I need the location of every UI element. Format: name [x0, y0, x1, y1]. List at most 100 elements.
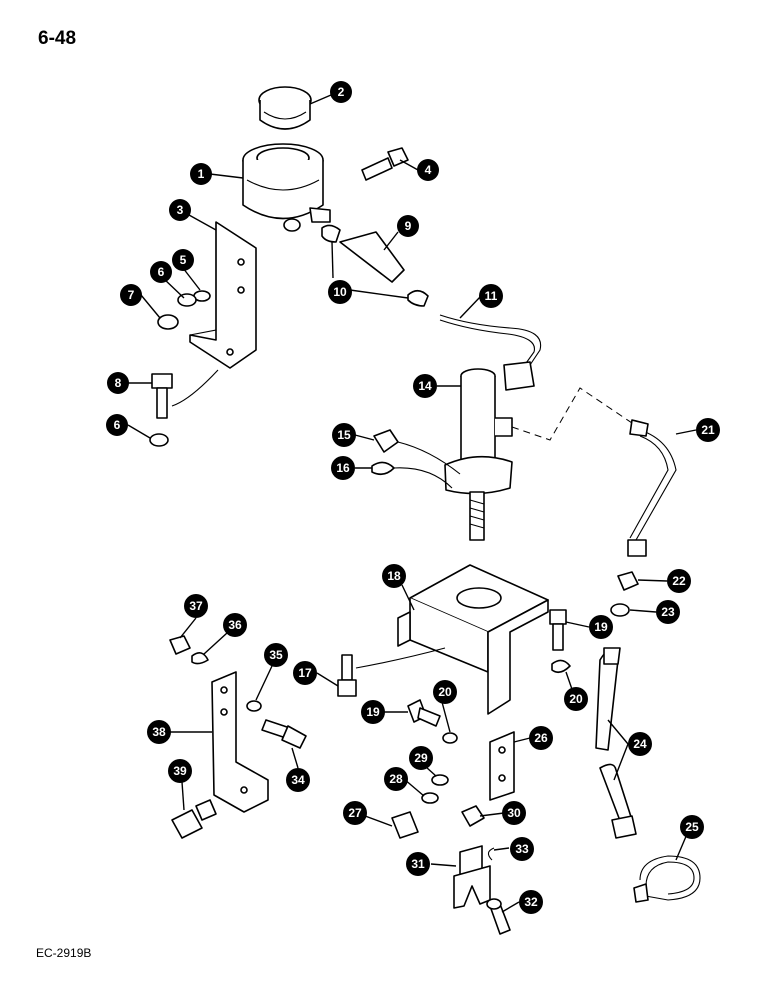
svg-text:19: 19 — [594, 620, 608, 634]
callout-31: 31 — [406, 852, 430, 876]
part-32-pin — [486, 898, 511, 935]
part-11-pipe — [439, 314, 542, 391]
svg-text:29: 29 — [414, 751, 428, 765]
svg-text:9: 9 — [405, 219, 412, 233]
svg-text:14: 14 — [418, 379, 432, 393]
svg-text:33: 33 — [515, 842, 529, 856]
svg-text:6: 6 — [158, 265, 165, 279]
svg-text:2: 2 — [338, 85, 345, 99]
part-38-bracket — [211, 671, 269, 813]
part-10-hose-clip — [321, 224, 429, 307]
callout-38: 38 — [147, 720, 171, 744]
callout-35: 35 — [264, 643, 288, 667]
callout-20: 20 — [564, 687, 588, 711]
svg-text:6: 6 — [114, 418, 121, 432]
callout-7: 7 — [120, 284, 142, 306]
parts-35-36-37 — [169, 635, 262, 712]
leader-lines — [127, 94, 697, 913]
svg-text:22: 22 — [672, 574, 686, 588]
svg-text:3: 3 — [177, 203, 184, 217]
document-code: EC-2919B — [36, 946, 92, 960]
part-31-clevis — [453, 845, 491, 909]
svg-text:23: 23 — [661, 605, 675, 619]
parts-22-23-nut-washer — [610, 571, 639, 617]
svg-text:24: 24 — [633, 737, 647, 751]
svg-text:26: 26 — [534, 731, 548, 745]
svg-text:37: 37 — [189, 599, 203, 613]
callout-19: 19 — [589, 615, 613, 639]
svg-text:27: 27 — [348, 806, 362, 820]
svg-text:5: 5 — [180, 253, 187, 267]
svg-text:20: 20 — [569, 692, 583, 706]
callout-29: 29 — [409, 746, 433, 770]
callout-28: 28 — [384, 767, 408, 791]
svg-text:10: 10 — [333, 285, 347, 299]
callout-21: 21 — [696, 418, 720, 442]
callout-34: 34 — [286, 768, 310, 792]
svg-text:35: 35 — [269, 648, 283, 662]
callout-3: 3 — [169, 199, 191, 221]
part-17-bolt — [337, 647, 446, 697]
part-4-bolt — [361, 147, 409, 181]
callout-17: 17 — [293, 661, 317, 685]
page-number: 6-48 — [38, 28, 77, 49]
part-19-bolts — [407, 609, 567, 727]
callout-18: 18 — [382, 564, 406, 588]
svg-text:17: 17 — [298, 666, 312, 680]
callout-30: 30 — [502, 801, 526, 825]
svg-text:15: 15 — [337, 428, 351, 442]
svg-text:21: 21 — [701, 423, 715, 437]
svg-text:25: 25 — [685, 820, 699, 834]
part-34-bolt — [261, 719, 307, 749]
callout-6: 6 — [150, 261, 172, 283]
callout-39: 39 — [168, 759, 192, 783]
svg-text:1: 1 — [198, 167, 205, 181]
svg-text:16: 16 — [336, 461, 350, 475]
parts-28-29-30-washers-nut — [421, 774, 485, 827]
callout-2: 2 — [330, 81, 352, 103]
svg-text:36: 36 — [228, 618, 242, 632]
svg-text:31: 31 — [411, 857, 425, 871]
callout-16: 16 — [331, 456, 355, 480]
part-25-clamp — [633, 855, 701, 903]
callout-32: 32 — [519, 890, 543, 914]
callout-37: 37 — [184, 594, 208, 618]
parts-15-16-nut-washer — [371, 429, 461, 489]
callout-19: 19 — [361, 700, 385, 724]
callout-15: 15 — [332, 423, 356, 447]
part-2-reservoir-cap — [258, 86, 312, 130]
svg-text:19: 19 — [366, 705, 380, 719]
part-21-brake-pipe — [511, 387, 677, 557]
callout-1: 1 — [190, 163, 212, 185]
callout-4: 4 — [417, 159, 439, 181]
callout-11: 11 — [479, 284, 503, 308]
svg-text:38: 38 — [152, 725, 166, 739]
part-39-fitting — [171, 799, 217, 839]
part-18-bracket — [397, 564, 549, 715]
svg-text:28: 28 — [389, 772, 403, 786]
callout-6: 6 — [106, 414, 128, 436]
svg-text:32: 32 — [524, 895, 538, 909]
washers-5-6-7 — [157, 290, 211, 330]
callout-20: 20 — [433, 680, 457, 704]
part-8-bolt — [151, 369, 219, 419]
svg-text:18: 18 — [387, 569, 401, 583]
callout-9: 9 — [397, 215, 419, 237]
callout-33: 33 — [510, 837, 534, 861]
part-24-hose — [595, 647, 637, 839]
svg-text:34: 34 — [291, 773, 305, 787]
svg-text:8: 8 — [115, 376, 122, 390]
part-1-reservoir — [242, 143, 331, 232]
svg-text:7: 7 — [128, 288, 135, 302]
part-33-clip — [487, 847, 495, 861]
callout-23: 23 — [656, 600, 680, 624]
callout-5: 5 — [172, 249, 194, 271]
svg-text:11: 11 — [485, 289, 498, 303]
svg-text:39: 39 — [173, 764, 187, 778]
callout-36: 36 — [223, 613, 247, 637]
part-14-master-cylinder — [444, 368, 513, 541]
part-26-block — [489, 731, 515, 801]
callout-27: 27 — [343, 801, 367, 825]
part-6-lockwasher — [149, 433, 169, 447]
